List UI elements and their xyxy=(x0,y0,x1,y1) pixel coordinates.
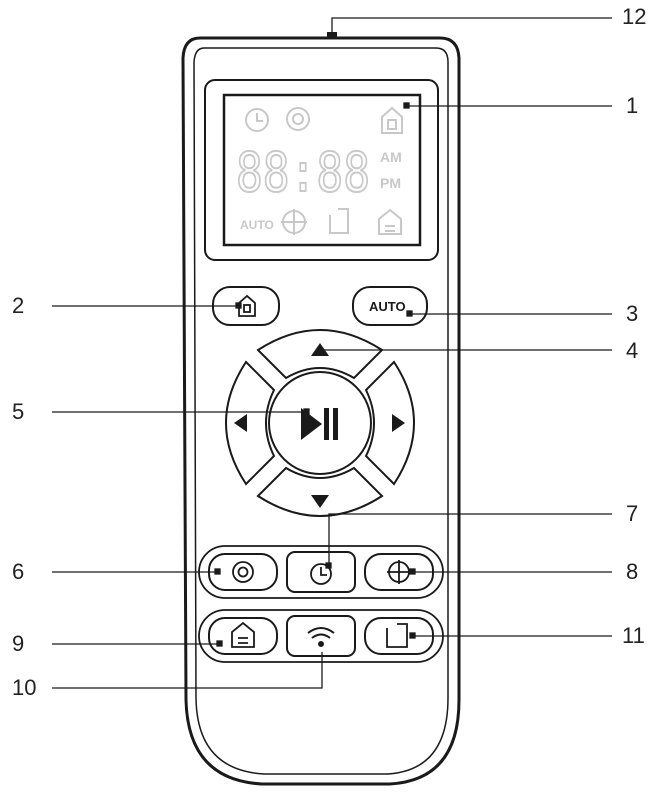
lcd-am: AM xyxy=(380,149,402,165)
clock-icon xyxy=(310,563,332,585)
lcd-crosshair-icon xyxy=(281,209,307,235)
function-row-1 xyxy=(198,545,444,599)
lcd-auto: AUTO xyxy=(240,218,274,232)
callout-5: 5 xyxy=(12,399,25,424)
remote-body xyxy=(181,32,461,786)
callout-12: 12 xyxy=(622,4,647,29)
schedule-button[interactable] xyxy=(286,551,356,593)
focus-button[interactable] xyxy=(364,553,434,591)
right-button[interactable] xyxy=(364,360,415,486)
spot-button[interactable] xyxy=(208,553,278,591)
arrow-right-icon xyxy=(392,414,405,432)
spot-icon xyxy=(232,561,254,583)
arrow-up-icon xyxy=(311,343,329,356)
lcd-home-icon xyxy=(381,106,403,134)
auto-label: AUTO xyxy=(369,299,406,314)
arrow-down-icon xyxy=(311,495,329,508)
callout-9: 9 xyxy=(12,631,25,656)
room-icon xyxy=(231,621,255,648)
lcd-pm: PM xyxy=(380,175,401,191)
function-row-2 xyxy=(198,609,444,663)
callout-6: 6 xyxy=(12,559,25,584)
callout-2: 2 xyxy=(12,293,25,318)
home-button[interactable] xyxy=(212,286,280,326)
wifi-button[interactable] xyxy=(286,615,356,657)
auto-button[interactable]: AUTO xyxy=(352,286,428,326)
svg-text:88:88: 88:88 xyxy=(236,141,370,204)
edge-icon xyxy=(386,623,408,648)
lcd-clock-icon xyxy=(245,108,269,132)
callout-11: 11 xyxy=(622,623,645,648)
lcd-spot-icon xyxy=(286,107,310,131)
edge-button[interactable] xyxy=(364,617,434,655)
callout-10: 10 xyxy=(12,675,37,700)
lcd-room-icon xyxy=(378,208,402,235)
callout-lines xyxy=(52,17,612,689)
callout-3: 3 xyxy=(626,301,639,326)
crosshair-icon xyxy=(387,560,411,584)
arrow-left-icon xyxy=(234,414,247,432)
left-button[interactable] xyxy=(225,360,276,486)
callout-8: 8 xyxy=(626,559,639,584)
lcd-edge-icon xyxy=(329,208,349,234)
callout-7: 7 xyxy=(626,501,639,526)
down-button[interactable] xyxy=(256,466,384,517)
ir-emitter xyxy=(327,32,337,38)
callout-4: 4 xyxy=(626,338,639,363)
wifi-icon xyxy=(307,627,335,647)
lcd-digits: 88:88 xyxy=(235,140,371,205)
lcd-screen: 88:88 AM PM AUTO xyxy=(204,79,439,261)
callout-1: 1 xyxy=(626,93,639,118)
play-pause-icon xyxy=(301,408,338,440)
room-button[interactable] xyxy=(208,617,278,655)
